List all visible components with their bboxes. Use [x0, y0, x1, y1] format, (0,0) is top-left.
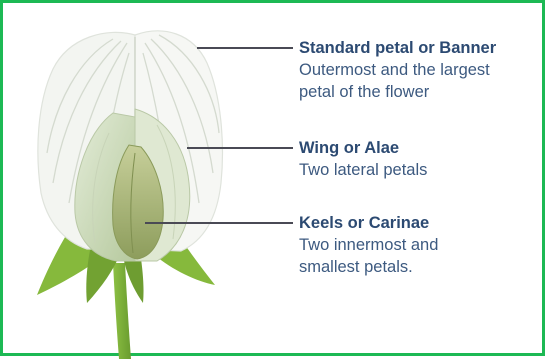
label-wing-petal: Wing or Alae Two lateral petals [299, 137, 427, 181]
standard-petal-title: Standard petal or Banner [299, 37, 496, 59]
standard-petal-desc-line2: petal of the flower [299, 81, 496, 103]
standard-petal-desc-line1: Outermost and the largest [299, 59, 496, 81]
stem [113, 263, 131, 359]
keel-petal-title: Keels or Carinae [299, 212, 438, 234]
label-keel-petal: Keels or Carinae Two innermost and small… [299, 212, 438, 278]
wing-petal-desc-line1: Two lateral petals [299, 159, 427, 181]
label-standard-petal: Standard petal or Banner Outermost and t… [299, 37, 496, 103]
keel-petal-desc-line2: smallest petals. [299, 256, 438, 278]
wing-petal-title: Wing or Alae [299, 137, 427, 159]
keel-petal-desc-line1: Two innermost and [299, 234, 438, 256]
